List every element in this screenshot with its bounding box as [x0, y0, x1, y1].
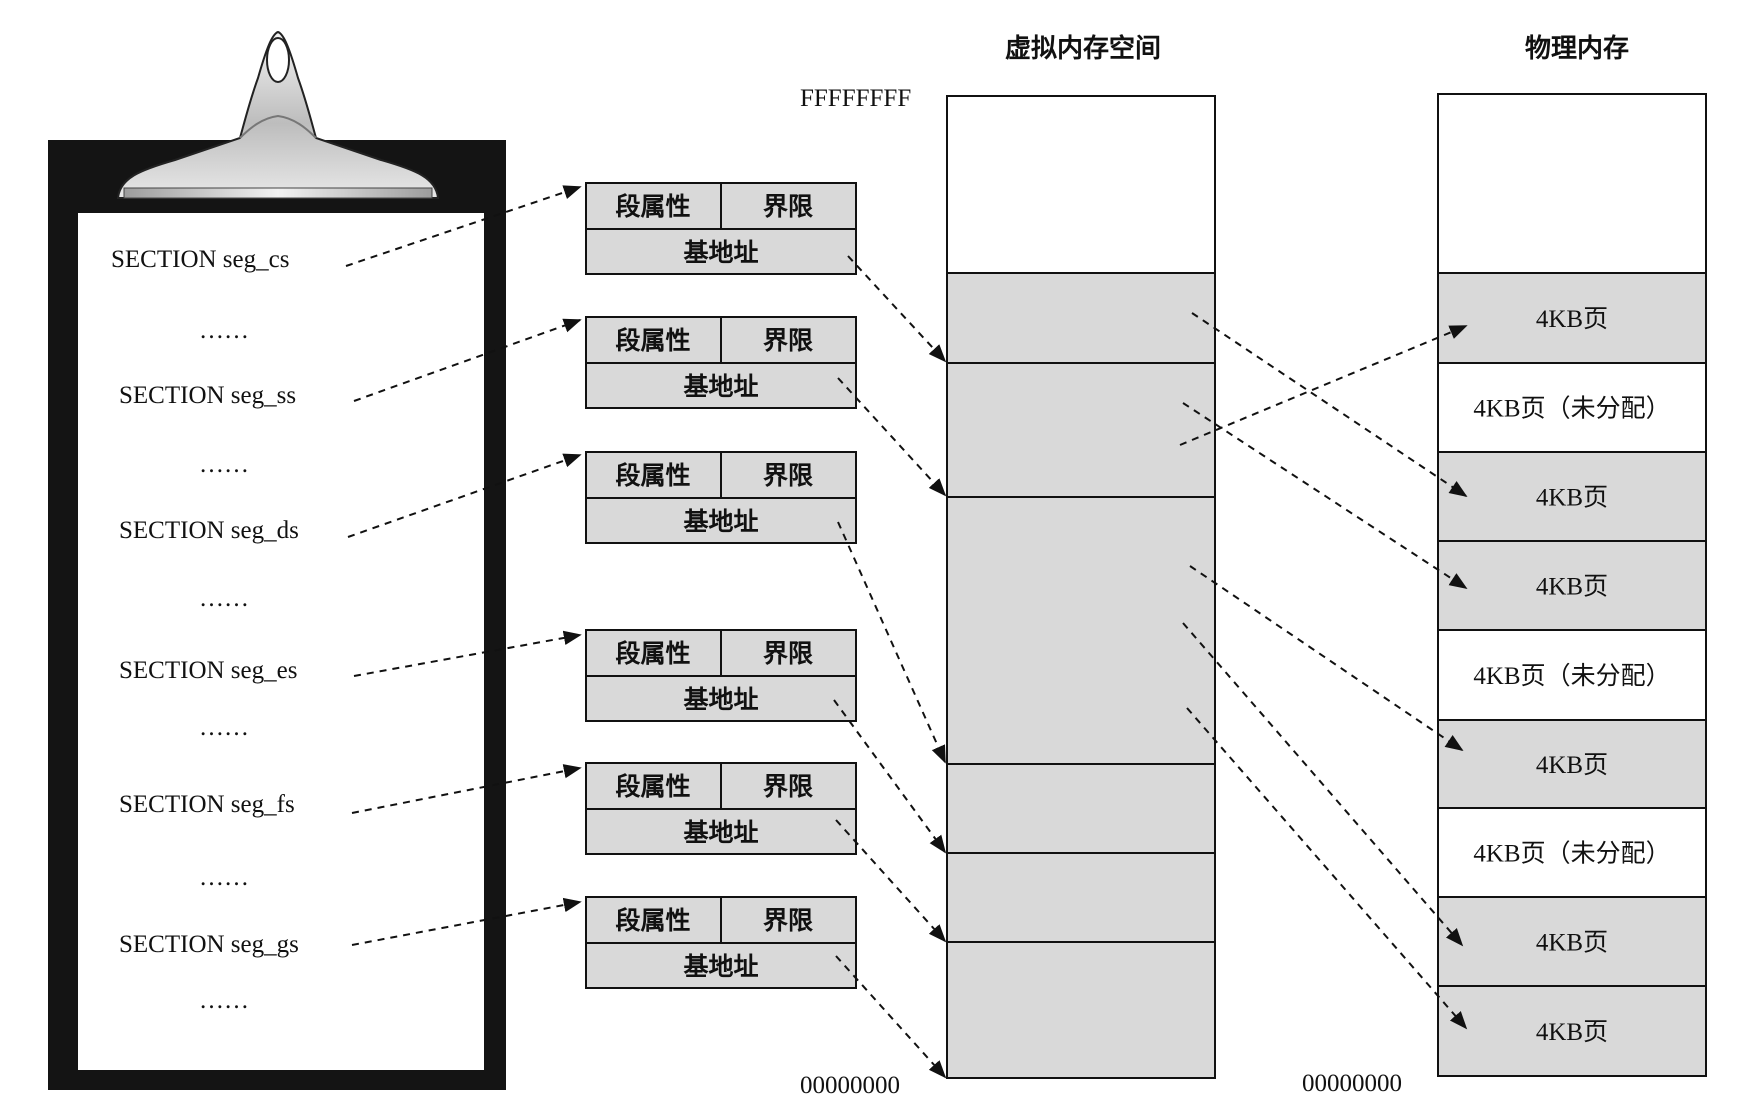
- ellipsis-text: ……: [199, 714, 249, 741]
- physical-top-region: [1437, 93, 1707, 274]
- virtual-memory: 虚拟内存空间 FFFFFFFF 00000000: [800, 33, 1216, 1099]
- segment-attr-label: 段属性: [615, 326, 690, 355]
- dashed-arrow: [345, 185, 582, 267]
- physical-memory-title: 物理内存: [1525, 34, 1629, 64]
- virtual-top-address: FFFFFFFF: [800, 85, 911, 112]
- page-label: 4KB页（未分配）: [1473, 662, 1670, 690]
- clipboard-paper: [78, 213, 484, 1070]
- physical-memory: 物理内存 00000000 4KB页 4KB页（未分配） 4KB页 4KB页 4KB页（…: [1302, 34, 1707, 1097]
- dashed-arrow: [837, 521, 946, 764]
- dashed-arrow: [835, 955, 947, 1079]
- dashed-arrow: [1186, 707, 1468, 1030]
- unallocated-page-block: [1437, 362, 1707, 453]
- dashed-arrow: [833, 699, 947, 854]
- virtual-segment-block: [946, 496, 1216, 765]
- ellipsis-text: ……: [199, 451, 249, 478]
- page-label: 4KB页: [1536, 930, 1608, 957]
- page-label: 4KB页（未分配）: [1473, 395, 1670, 423]
- ellipsis-text: ……: [199, 317, 249, 344]
- dashed-arrow: [1179, 325, 1468, 446]
- base-address-label: 基地址: [683, 952, 758, 981]
- page-label: 4KB页（未分配）: [1473, 840, 1670, 868]
- dashed-arrow: [847, 255, 947, 363]
- page-block: [1437, 451, 1707, 542]
- limit-label: 界限: [763, 326, 813, 355]
- segment-attr-label: 段属性: [615, 639, 690, 668]
- virtual-segment-block: [946, 763, 1216, 854]
- section-label: SECTION seg_es: [119, 657, 297, 684]
- base-address-label: 基地址: [683, 685, 758, 714]
- unallocated-page-block: [1437, 807, 1707, 898]
- limit-label: 界限: [763, 192, 813, 221]
- dashed-arrow: [1191, 312, 1468, 497]
- base-address-label: 基地址: [683, 507, 758, 536]
- section-label: SECTION seg_cs: [111, 246, 289, 273]
- physical-bottom-address: 00000000: [1302, 1070, 1402, 1097]
- limit-label: 界限: [763, 639, 813, 668]
- clip-icon: [116, 30, 440, 199]
- virtual-free-region: [946, 95, 1216, 274]
- limit-label: 界限: [763, 906, 813, 935]
- section-label: SECTION seg_ds: [119, 517, 299, 544]
- ellipsis-text: ……: [199, 585, 249, 612]
- limit-label: 界限: [763, 772, 813, 801]
- limit-label: 界限: [763, 461, 813, 490]
- mapping-arrows: [345, 185, 1468, 1079]
- virtual-segment-block: [946, 941, 1216, 1079]
- page-block: [1437, 272, 1707, 364]
- page-block: [1437, 896, 1707, 987]
- ellipsis-text: ……: [199, 864, 249, 891]
- ellipsis-text: ……: [199, 987, 249, 1014]
- segment-descriptors: 段属性界限基地址段属性界限基地址段属性界限基地址段属性界限基地址段属性界限基地址…: [585, 182, 857, 989]
- dashed-arrow: [1182, 402, 1468, 589]
- base-address-label: 基地址: [683, 818, 758, 847]
- dashed-arrow: [353, 318, 582, 402]
- segment-attr-label: 段属性: [615, 772, 690, 801]
- base-address-label: 基地址: [683, 238, 758, 267]
- section-label: SECTION seg_gs: [119, 931, 299, 958]
- page-label: 4KB页: [1536, 752, 1608, 779]
- base-address-label: 基地址: [683, 372, 758, 401]
- page-block: [1437, 719, 1707, 809]
- unallocated-page-block: [1437, 629, 1707, 721]
- segment-attr-label: 段属性: [615, 461, 690, 490]
- virtual-memory-title: 虚拟内存空间: [1005, 33, 1161, 64]
- virtual-segment-block: [946, 272, 1216, 364]
- page-label: 4KB页: [1536, 574, 1608, 601]
- segment-attr-label: 段属性: [615, 906, 690, 935]
- dashed-arrow: [835, 819, 947, 943]
- section-label: SECTION seg_ss: [119, 382, 296, 409]
- section-label: SECTION seg_fs: [119, 791, 295, 818]
- dashed-arrow: [1189, 565, 1464, 752]
- page-block: [1437, 540, 1707, 631]
- virtual-segment-block: [946, 852, 1216, 943]
- virtual-segment-block: [946, 362, 1216, 498]
- page-label: 4KB页: [1536, 306, 1608, 333]
- page-block: [1437, 985, 1707, 1077]
- page-label: 4KB页: [1536, 485, 1608, 512]
- dashed-arrow: [347, 453, 582, 538]
- segment-attr-label: 段属性: [615, 192, 690, 221]
- page-label: 4KB页: [1536, 1019, 1608, 1046]
- dashed-arrow: [1182, 622, 1464, 947]
- dashed-arrow: [837, 377, 947, 497]
- virtual-bottom-address: 00000000: [800, 1072, 900, 1099]
